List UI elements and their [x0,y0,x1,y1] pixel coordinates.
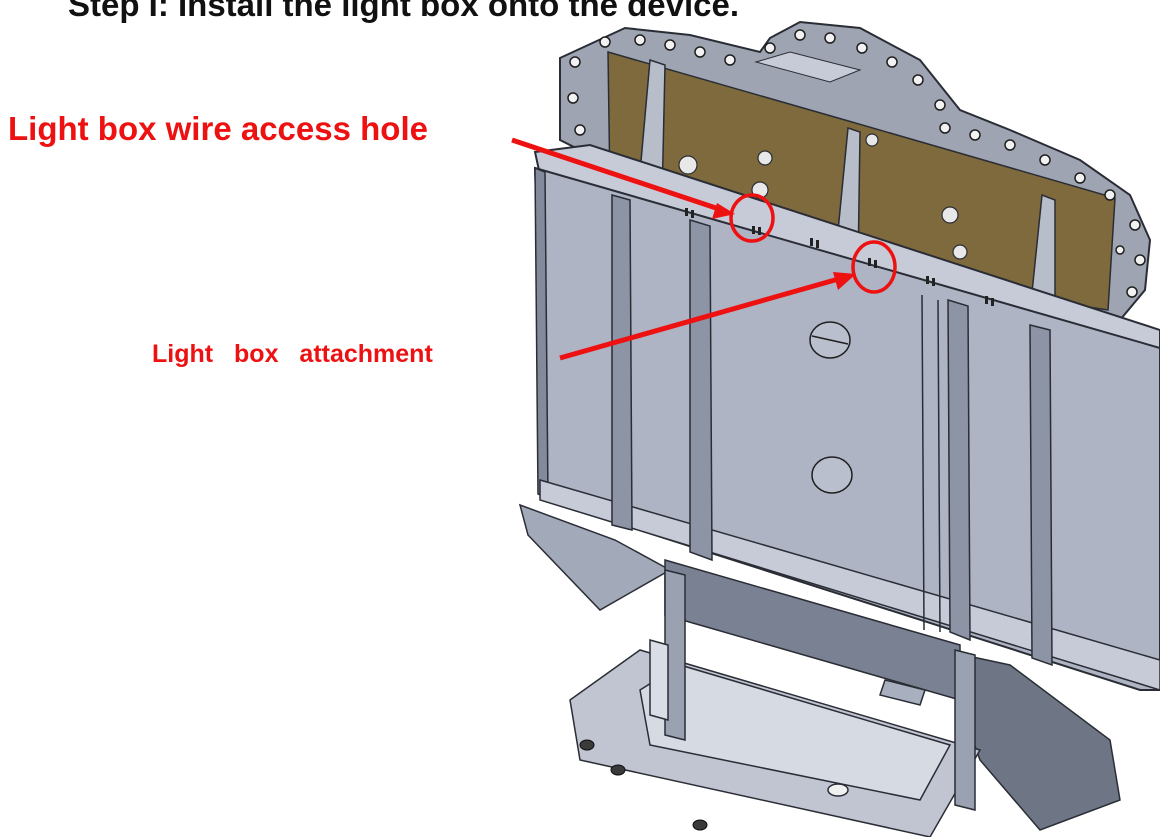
slot [685,208,688,216]
flange-bolt [969,129,981,141]
stand-wing-right [938,648,1121,831]
flange-bolt [1129,219,1141,231]
flange-bolt [886,56,898,68]
plate-hole [941,206,959,224]
flange-bolt [694,46,706,58]
wheel [579,739,595,751]
attachment-arrow [559,275,843,361]
attachment-arrowhead [833,272,856,290]
frame-dividers [611,194,1053,667]
divider-rib [689,218,713,562]
wheel [610,764,626,776]
flange-bolt [824,32,836,44]
flange-bolt [1104,189,1116,201]
flange-bolt [664,39,676,51]
flange-bolt [764,42,776,54]
panel-seam [937,299,941,633]
plate-hole [865,133,879,147]
divider-rib [611,194,633,531]
back-plate-notch [754,51,862,83]
flange-bolt [934,99,946,111]
flange-bolt [794,29,806,41]
flange-bolt [939,122,951,134]
divider-rib [947,298,971,642]
center-panel-ports [809,321,853,494]
wire-access-hole-label: Light box wire access hole [8,110,428,147]
port-upper-bar [811,335,849,345]
flange-bolt [634,34,646,46]
flange-bolt [567,92,579,104]
wheel [692,819,708,831]
attachment-callout [559,240,897,361]
slot [868,258,871,266]
slot [985,296,988,304]
slot [932,278,935,286]
flange-bolt [856,42,868,54]
flange-bolts [567,29,1146,298]
slot [816,240,819,248]
slot [810,238,813,246]
stand-right-post [954,649,976,811]
stand-cable-hole [827,783,849,797]
page-title: Step I: Install the light box onto the d… [68,0,740,23]
flange-bolt [1126,286,1138,298]
slot [691,210,694,218]
wire-hole-callout [511,137,775,243]
stand-wing-left [518,503,672,611]
plate-hole [678,155,698,175]
stand-lift-plate [879,679,926,706]
flange-bolt [1115,245,1125,255]
attachment-slots [685,208,994,306]
wheels [579,739,708,831]
wire-hole-arrowhead [712,203,735,219]
flange-bolt [1134,254,1146,266]
slot [758,227,761,235]
stand-electrical-box [649,639,669,721]
port-lower [811,456,853,494]
flange-bolt [1074,172,1086,184]
flange-bolt [599,36,611,48]
slot [874,260,877,268]
flange-bolt [1039,154,1051,166]
back-plate-holes [678,133,968,260]
wire-hole-ring [729,193,775,243]
slot [926,276,929,284]
slot [752,226,755,234]
attachment-ring [851,240,897,294]
slot [991,298,994,306]
flange-bolt [724,54,736,66]
flange-bolt [569,56,581,68]
plate-hole [952,244,968,260]
stand-base [518,503,1121,837]
flange-bolt [1004,139,1016,151]
panel-seam [921,294,925,631]
wire-hole-arrow [511,137,723,213]
light-box-attachment-label: Light box attachment [152,340,433,368]
divider-rib [1029,324,1053,667]
flange-bolt [912,74,924,86]
plate-hole [757,150,773,166]
flange-bolt [574,124,586,136]
